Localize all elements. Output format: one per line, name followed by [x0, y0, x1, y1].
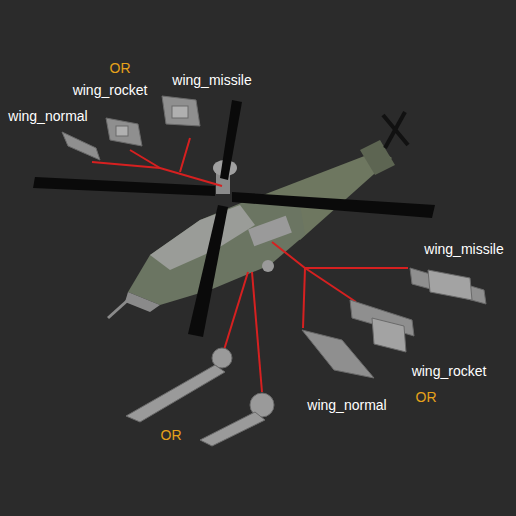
tail-rotor	[385, 112, 405, 148]
part-label: wing_rocket	[73, 83, 148, 97]
or-note: OR	[110, 61, 131, 75]
rotor-blade	[232, 192, 435, 218]
leader-lines	[92, 138, 408, 392]
nose	[125, 292, 160, 312]
tail-fin	[360, 140, 395, 175]
or-note: OR	[416, 390, 437, 404]
wing-stub	[248, 216, 292, 247]
wing-parts	[302, 268, 486, 378]
rotor-blade	[188, 205, 228, 337]
canopy	[150, 205, 255, 270]
probe	[108, 300, 128, 318]
gun-parts	[126, 348, 274, 446]
part-label: wing_missile	[424, 242, 503, 256]
or-note: OR	[161, 428, 182, 442]
gun-mount	[262, 260, 274, 272]
rotor-blade	[33, 177, 215, 196]
part-label: wing_missile	[172, 73, 251, 87]
rotor-blade	[220, 100, 242, 180]
part-label: wing_normal	[307, 398, 386, 412]
wing-parts	[62, 96, 200, 160]
part-label: wing_normal	[8, 109, 87, 123]
part-label: wing_rocket	[412, 364, 487, 378]
